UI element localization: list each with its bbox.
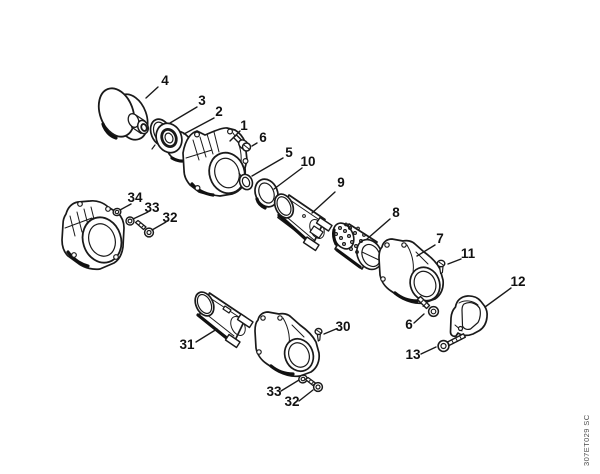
leader-7 xyxy=(416,244,436,257)
leader-lines xyxy=(119,86,512,402)
part-9-coupler xyxy=(273,193,333,252)
callout-9: 9 xyxy=(337,175,345,190)
part-34-washer xyxy=(112,207,122,217)
leader-10 xyxy=(273,167,303,190)
leader-6b xyxy=(413,313,425,324)
figure-code: 307ET029 SC xyxy=(582,414,591,466)
part-10-seal-ring xyxy=(254,178,279,210)
leader-11 xyxy=(447,258,462,265)
leader-5 xyxy=(251,157,284,177)
leader-34 xyxy=(119,203,132,211)
callout-7: 7 xyxy=(436,231,444,246)
callout-3: 3 xyxy=(198,93,206,108)
leader-33b xyxy=(280,379,300,392)
part-7-housing xyxy=(378,238,445,305)
leader-2 xyxy=(183,117,215,135)
callout-13: 13 xyxy=(405,347,421,362)
part-32-bolt-left xyxy=(134,219,155,238)
part-13-screw xyxy=(437,333,466,353)
callout-31: 31 xyxy=(179,337,195,352)
leader-30 xyxy=(323,328,337,335)
part-31-splined-tube xyxy=(194,291,254,349)
leader-8 xyxy=(366,218,391,240)
bottom-housing xyxy=(254,311,321,378)
part-1-housing xyxy=(182,127,249,197)
callout-33a: 33 xyxy=(144,200,160,215)
callout-8: 8 xyxy=(392,205,400,220)
callout-1: 1 xyxy=(240,118,248,133)
callout-6a: 6 xyxy=(259,130,267,145)
part-33-nut xyxy=(125,216,135,226)
part-32-bolt-bottom xyxy=(304,376,324,393)
leader-9 xyxy=(311,191,336,214)
leader-31 xyxy=(195,328,218,343)
leader-33a xyxy=(132,211,149,220)
part-4-drum xyxy=(97,87,149,141)
callout-2: 2 xyxy=(215,104,223,119)
callout-34: 34 xyxy=(127,190,143,205)
leader-32b xyxy=(298,389,314,402)
part-11-screw xyxy=(436,259,446,275)
left-housing xyxy=(61,199,125,271)
callout-6b: 6 xyxy=(405,317,413,332)
callout-4: 4 xyxy=(161,73,169,88)
part-30-screw xyxy=(314,327,323,342)
callout-5: 5 xyxy=(285,145,293,160)
leader-13 xyxy=(420,346,437,355)
leader-32a xyxy=(151,221,167,231)
part-8-perforated-sleeve xyxy=(332,222,383,271)
callout-30: 30 xyxy=(335,319,350,334)
leader-4 xyxy=(145,86,159,99)
part-12-cap xyxy=(449,295,488,338)
leader-3 xyxy=(169,106,198,124)
callout-33b: 33 xyxy=(266,384,282,399)
part-6-screw-bottom xyxy=(416,295,440,318)
part-6-screw-top xyxy=(232,134,252,152)
leader-12 xyxy=(484,287,512,308)
callout-labels: 4 3 2 1 6 5 10 9 8 7 11 12 6 13 30 31 33… xyxy=(127,73,525,409)
callout-12: 12 xyxy=(510,274,525,289)
callout-10: 10 xyxy=(300,154,315,169)
callout-32a: 32 xyxy=(162,210,177,225)
part-5-snap-ring xyxy=(238,172,254,191)
callout-32b: 32 xyxy=(284,394,299,409)
leader-1 xyxy=(229,130,241,142)
leader-6a xyxy=(251,142,258,147)
callout-11: 11 xyxy=(461,246,476,261)
